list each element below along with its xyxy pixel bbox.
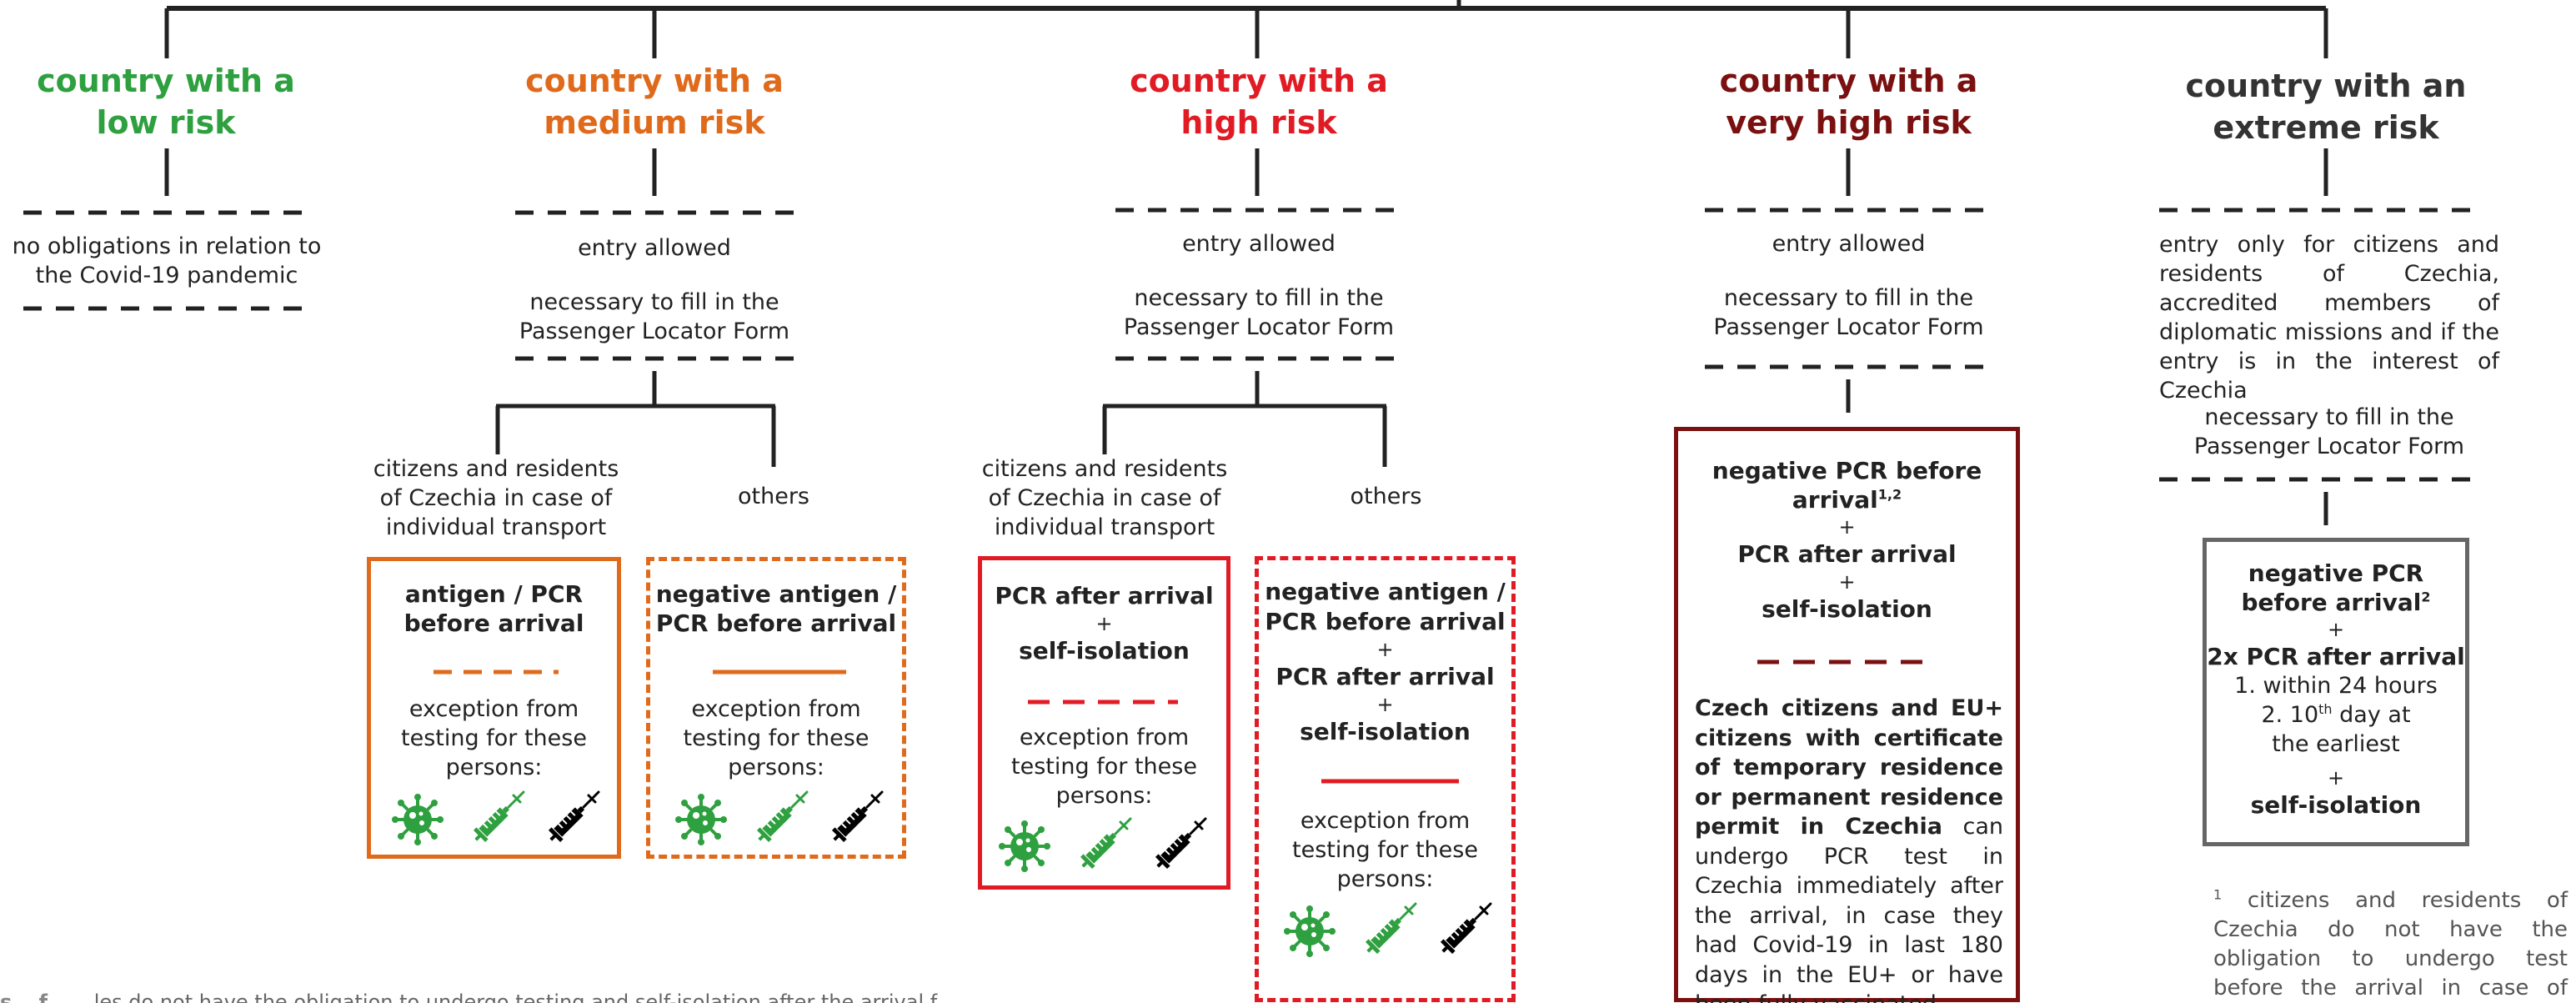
- high-citizens-plus: +: [1095, 612, 1113, 635]
- medium-others-exception: exception from testing for these persons…: [683, 696, 870, 780]
- high-citizens-icons: [999, 817, 1211, 875]
- high-citizens-req-line2: self-isolation: [1019, 637, 1190, 664]
- high-others-requirement: negative antigen / PCR before arrival + …: [1259, 577, 1511, 747]
- footnote-1: 1 citizens and residents of Czechia do n…: [2213, 886, 2568, 1003]
- syringe-black-icon: [827, 790, 884, 850]
- extreme-plus-1: +: [2327, 618, 2345, 641]
- very-high-eu-rest: can undergo PCR test in Czechia immediat…: [1695, 814, 2003, 1003]
- extreme-req-line2: 2x PCR after arrival: [2207, 643, 2465, 670]
- very-high-eu-bold: Czech citizens and EU+ citizens with cer…: [1695, 695, 2003, 840]
- high-others-req-line2: PCR after arrival: [1275, 663, 1495, 690]
- title-medium-risk: country with a medium risk: [492, 60, 817, 143]
- medium-plf-note: necessary to fill in the Passenger Locat…: [519, 289, 790, 344]
- bottom-note-bold: s… f…: [0, 990, 68, 1003]
- extreme-entry-note: entry only for citizens and residents of…: [2159, 232, 2499, 404]
- low-risk-note: no obligations in relation to the Covid-…: [12, 233, 322, 288]
- very-high-requirement: negative PCR before arrival1,2 + PCR aft…: [1678, 456, 2016, 624]
- medium-others-divider: [713, 670, 846, 675]
- very-high-req-line1-text: negative PCR before arrival: [1711, 457, 1982, 514]
- medium-citizens-requirement: antigen / PCR before arrival: [403, 580, 584, 637]
- extreme-req-sup: 2: [2421, 589, 2431, 605]
- virus-icon: [1284, 905, 1336, 960]
- title-very-high-risk: country with a very high risk: [1684, 60, 2013, 143]
- medium-others-requirement: negative antigen / PCR before arrival: [655, 580, 897, 637]
- very-high-plus-2: +: [1838, 570, 1856, 594]
- very-high-plf-note: necessary to fill in the Passenger Locat…: [1713, 285, 1984, 340]
- title-low-risk: country with a low risk: [23, 60, 308, 143]
- high-citizens-box: PCR after arrival + self-isolation excep…: [978, 556, 1230, 890]
- bottom-note-text: …les do not have the obligation to under…: [73, 990, 958, 1003]
- medium-citizens-divider: [434, 670, 559, 675]
- extreme-req-line1-text: negative PCR before arrival: [2241, 559, 2424, 616]
- extreme-item-1: 1. within 24 hours: [2234, 673, 2438, 699]
- syringe-green-icon: [469, 790, 525, 850]
- extreme-item-2-pre: 2. 10: [2261, 702, 2319, 728]
- medium-branch-citizens: citizens and residents of Czechia in cas…: [373, 456, 619, 540]
- extreme-item-2: 2. 10th day at the earliest: [2207, 700, 2465, 759]
- bottom-note-cutoff: s… f… …les do not have the obligation to…: [0, 987, 1192, 1003]
- medium-citizens-icons: [392, 790, 600, 849]
- very-high-req-line2: PCR after arrival: [1737, 540, 1957, 568]
- virus-icon: [392, 794, 444, 849]
- high-citizens-exception: exception from testing for these persons…: [1011, 725, 1197, 809]
- high-others-icons: [1284, 902, 1496, 960]
- syringe-black-icon: [1436, 902, 1492, 962]
- title-low-risk-text: country with a low risk: [37, 63, 295, 141]
- extreme-req-line1: negative PCR before arrival2: [2207, 559, 2465, 617]
- high-plf-note: necessary to fill in the Passenger Locat…: [1123, 285, 1395, 340]
- high-others-plus-2: +: [1376, 693, 1394, 716]
- extreme-item-2-sup: th: [2318, 701, 2333, 717]
- title-extreme-risk-text: country with an extreme risk: [2185, 68, 2467, 146]
- very-high-box: negative PCR before arrival1,2 + PCR aft…: [1674, 427, 2020, 1003]
- medium-citizens-box: antigen / PCR before arrival exception f…: [367, 557, 621, 859]
- syringe-green-icon: [1075, 817, 1132, 877]
- very-high-divider: [1757, 659, 1937, 664]
- extreme-item-2-post: day at the earliest: [2272, 702, 2411, 757]
- medium-entry-allowed: entry allowed: [578, 235, 731, 261]
- footnote-1-text: citizens and residents of Czechia do not…: [2213, 888, 2568, 1000]
- extreme-requirement: negative PCR before arrival2 + 2x PCR af…: [2207, 559, 2465, 820]
- footnote-1-sup: 1: [2213, 886, 2223, 903]
- title-high-risk: country with a high risk: [1092, 60, 1426, 143]
- syringe-green-icon: [1361, 902, 1417, 962]
- title-very-high-risk-text: country with a very high risk: [1719, 63, 1978, 141]
- extreme-box: negative PCR before arrival2 + 2x PCR af…: [2203, 538, 2469, 846]
- extreme-req-line3: self-isolation: [2250, 791, 2422, 819]
- very-high-req-line3: self-isolation: [1762, 595, 1932, 623]
- very-high-req-line1: negative PCR before arrival1,2: [1678, 456, 2016, 514]
- high-others-exception: exception from testing for these persons…: [1292, 808, 1478, 892]
- virus-icon: [999, 820, 1050, 875]
- very-high-plus-1: +: [1838, 515, 1856, 539]
- medium-citizens-exception: exception from testing for these persons…: [401, 696, 587, 780]
- high-others-req-line3: self-isolation: [1300, 718, 1471, 745]
- high-citizens-divider: [1028, 700, 1178, 705]
- title-extreme-risk: country with an extreme risk: [2159, 65, 2493, 148]
- high-citizens-req-line1: PCR after arrival: [995, 582, 1214, 609]
- virus-icon: [675, 794, 727, 849]
- high-others-req-line1: negative antigen / PCR before arrival: [1265, 578, 1506, 635]
- medium-branch-others: others: [738, 484, 809, 509]
- very-high-eu-note: Czech citizens and EU+ citizens with cer…: [1695, 694, 2003, 1003]
- syringe-green-icon: [752, 790, 809, 850]
- title-medium-risk-text: country with a medium risk: [525, 63, 784, 141]
- high-entry-allowed: entry allowed: [1182, 231, 1336, 257]
- extreme-plus-2: +: [2327, 766, 2345, 790]
- high-others-plus-1: +: [1376, 638, 1394, 661]
- syringe-black-icon: [544, 790, 600, 850]
- high-citizens-requirement: PCR after arrival + self-isolation: [982, 581, 1226, 666]
- extreme-plf-note: necessary to fill in the Passenger Locat…: [2193, 404, 2465, 459]
- high-branch-others: others: [1350, 484, 1422, 509]
- medium-others-box: negative antigen / PCR before arrival ex…: [646, 557, 906, 859]
- high-others-box: negative antigen / PCR before arrival + …: [1255, 556, 1516, 1002]
- high-others-divider: [1321, 779, 1459, 784]
- high-branch-citizens: citizens and residents of Czechia in cas…: [981, 456, 1228, 540]
- medium-others-icons: [675, 790, 884, 849]
- syringe-black-icon: [1150, 817, 1207, 877]
- title-high-risk-text: country with a high risk: [1130, 63, 1388, 141]
- very-high-entry-allowed: entry allowed: [1772, 231, 1926, 257]
- very-high-req-sup: 1,2: [1877, 486, 1902, 503]
